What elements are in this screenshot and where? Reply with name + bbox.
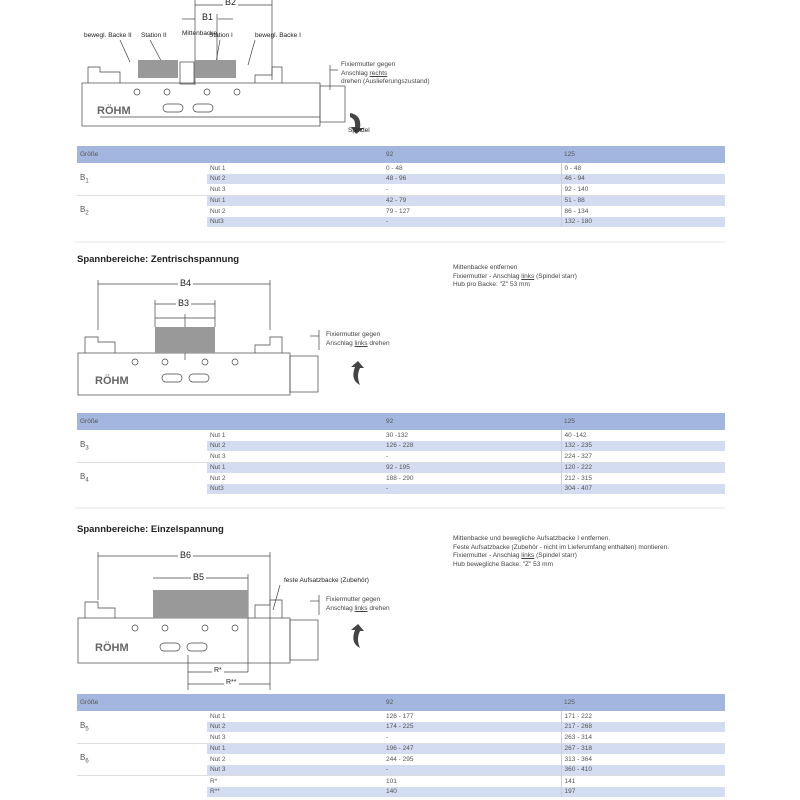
dim-b3: B3 xyxy=(176,298,192,308)
label-feste-aufsatzbacke: feste Aufsatzbacke (Zubehör) xyxy=(284,577,369,584)
label-station-2: Station II xyxy=(141,32,167,39)
rohm-logo: RÖHM xyxy=(95,375,129,387)
dim-r1: R* xyxy=(212,667,224,674)
dim-b4: B4 xyxy=(178,278,194,288)
rohm-logo: RÖHM xyxy=(95,642,129,654)
label-backe-1: bewegl. Backe I xyxy=(255,32,301,39)
label-station-1: Station I xyxy=(209,32,233,39)
rohm-logo: RÖHM xyxy=(97,105,131,117)
dim-r2: R** xyxy=(224,679,239,686)
label-spindel: Spindel xyxy=(348,127,370,134)
dim-b6: B6 xyxy=(178,550,194,560)
einzel-notes: Mittenbacke und bewegliche Aufsatzbacke … xyxy=(453,535,670,568)
label-mittenbacke: Mittenbacke xyxy=(182,30,218,37)
section-title-einzel: Spannbereiche: Einzelspannung xyxy=(77,524,224,535)
dim-b2: B2 xyxy=(223,0,239,7)
label-backe-2: bewegl. Backe II xyxy=(84,32,132,39)
dim-b1: B1 xyxy=(200,12,216,22)
dim-b5: B5 xyxy=(191,572,207,582)
section-title-zentrisch: Spannbereiche: Zentrischspannung xyxy=(77,254,240,265)
